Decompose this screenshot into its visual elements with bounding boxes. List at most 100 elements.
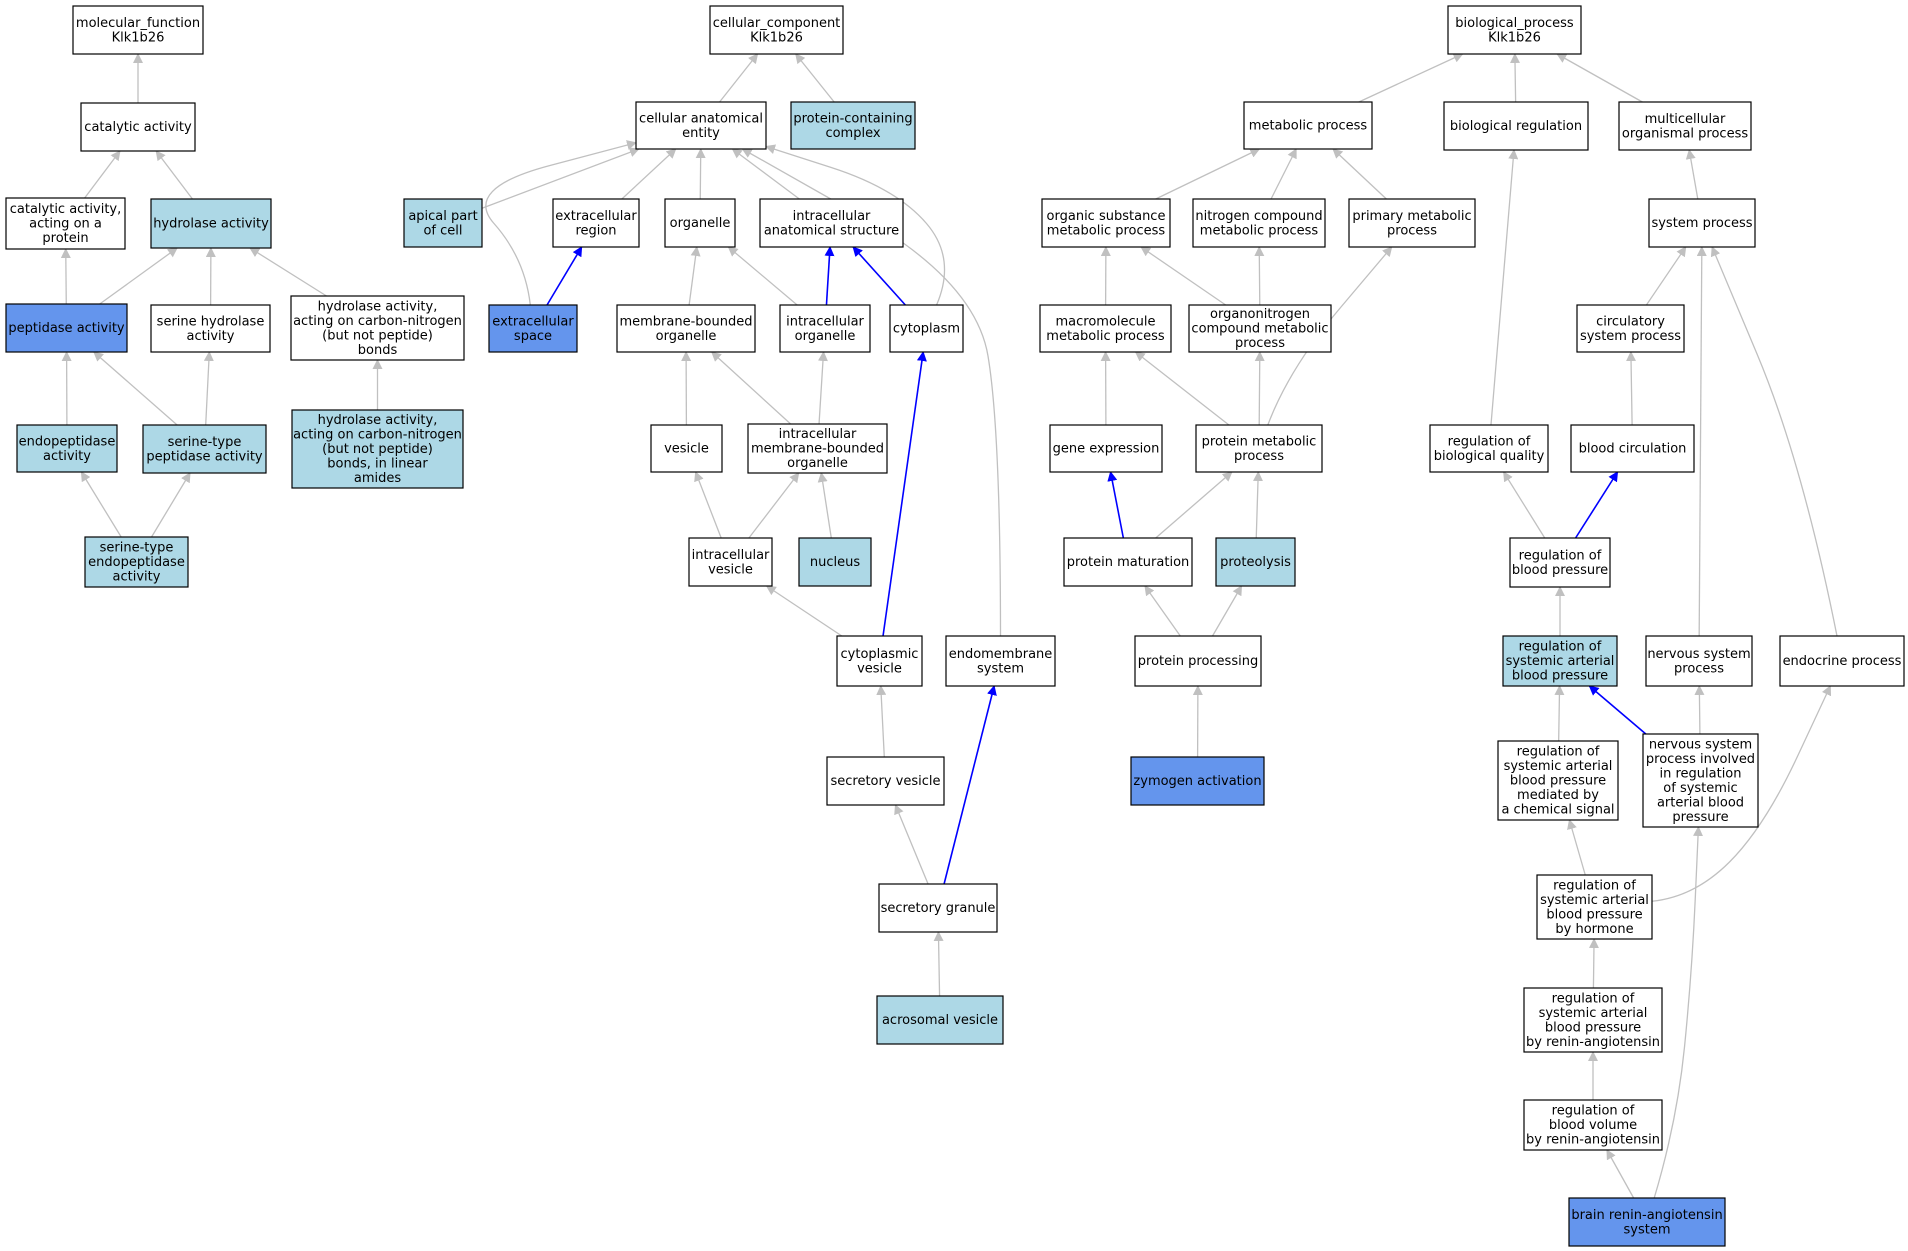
node-label-line: organelle [795, 329, 856, 344]
node-label-line: Klk1b26 [750, 30, 803, 45]
node-label-line: regulation of [1519, 548, 1602, 563]
node-label-line: protein maturation [1067, 555, 1190, 570]
go-term-node-secgran[interactable]: secretory granule [878, 883, 998, 933]
go-term-node-metab[interactable]: metabolic process [1243, 101, 1373, 150]
go-term-node-pep[interactable]: peptidase activity [5, 303, 128, 353]
node-label: vesicle [664, 442, 709, 457]
node-label-line: system [977, 661, 1024, 676]
node-box [1536, 874, 1653, 940]
node-label-line: Klk1b26 [1488, 30, 1541, 45]
edge-pmp-to-metab [1332, 148, 1387, 200]
node-box [779, 304, 871, 353]
edge-catprot-to-cat [84, 150, 121, 199]
go-term-node-bloodcirc[interactable]: blood circulation [1570, 424, 1695, 473]
edge-acro-to-secgran [933, 931, 944, 997]
node-label-line: arterial blood [1657, 795, 1744, 810]
go-term-node-acro[interactable]: acrosomal vesicle [876, 995, 1004, 1045]
node-label-line: extracellular [492, 314, 574, 329]
go-term-node-hydcn[interactable]: hydrolase activity,acting on carbon-nitr… [290, 295, 465, 361]
edge-bioreg-to-bp [1510, 53, 1521, 103]
node-label-line: blood pressure [1545, 1020, 1641, 1035]
go-term-node-protproc[interactable]: protein processing [1134, 635, 1262, 687]
node-box [488, 304, 578, 353]
node-box [552, 198, 640, 248]
node-label-line: blood pressure [1546, 907, 1642, 922]
go-term-node-zymo[interactable]: zymogen activation [1130, 756, 1265, 806]
node-label-line: anatomical structure [764, 223, 899, 238]
node-box [1497, 740, 1619, 821]
node-box [889, 304, 964, 353]
go-term-node-organelle[interactable]: organelle [664, 198, 736, 248]
node-box [1447, 5, 1582, 55]
go-term-node-nucleus[interactable]: nucleus [798, 537, 872, 587]
node-label-line: secretory granule [881, 901, 996, 916]
node-label-line: nervous system [1649, 737, 1752, 752]
go-term-node-cytoplasm[interactable]: cytoplasm [889, 304, 964, 353]
go-term-node-hyd[interactable]: hydrolase activity [150, 198, 272, 249]
edge-protproc-to-protmat [1144, 585, 1181, 637]
go-term-node-geneexp[interactable]: gene expression [1049, 424, 1163, 473]
node-box [150, 198, 272, 249]
go-term-node-bioreg[interactable]: biological regulation [1443, 101, 1589, 151]
go-term-node-cat[interactable]: catalytic activity [80, 102, 196, 152]
go-term-node-hydcnlin[interactable]: hydrolase activity,acting on carbon-nitr… [291, 409, 464, 489]
node-label-line: acrosomal vesicle [882, 1013, 998, 1028]
go-term-node-vesicle[interactable]: vesicle [650, 424, 723, 473]
node-box [5, 303, 128, 353]
go-term-node-protmat[interactable]: protein maturation [1063, 537, 1193, 587]
go-term-node-secves[interactable]: secretory vesicle [826, 756, 945, 806]
node-label-line: metabolic process [1047, 223, 1166, 238]
edge-ias-to-cae [731, 148, 800, 200]
node-box [876, 995, 1004, 1045]
node-label-line: brain renin-angiotensin [1571, 1208, 1722, 1223]
go-term-node-proteol[interactable]: proteolysis [1215, 537, 1296, 587]
node-label: secretory vesicle [830, 774, 940, 789]
go-term-node-sysproc[interactable]: system process [1648, 198, 1756, 248]
go-term-node-endocrine[interactable]: endocrine process [1779, 635, 1905, 687]
node-box [688, 537, 773, 587]
node-label-line: metabolic process [1200, 223, 1319, 238]
node-label: organelle [670, 216, 731, 231]
